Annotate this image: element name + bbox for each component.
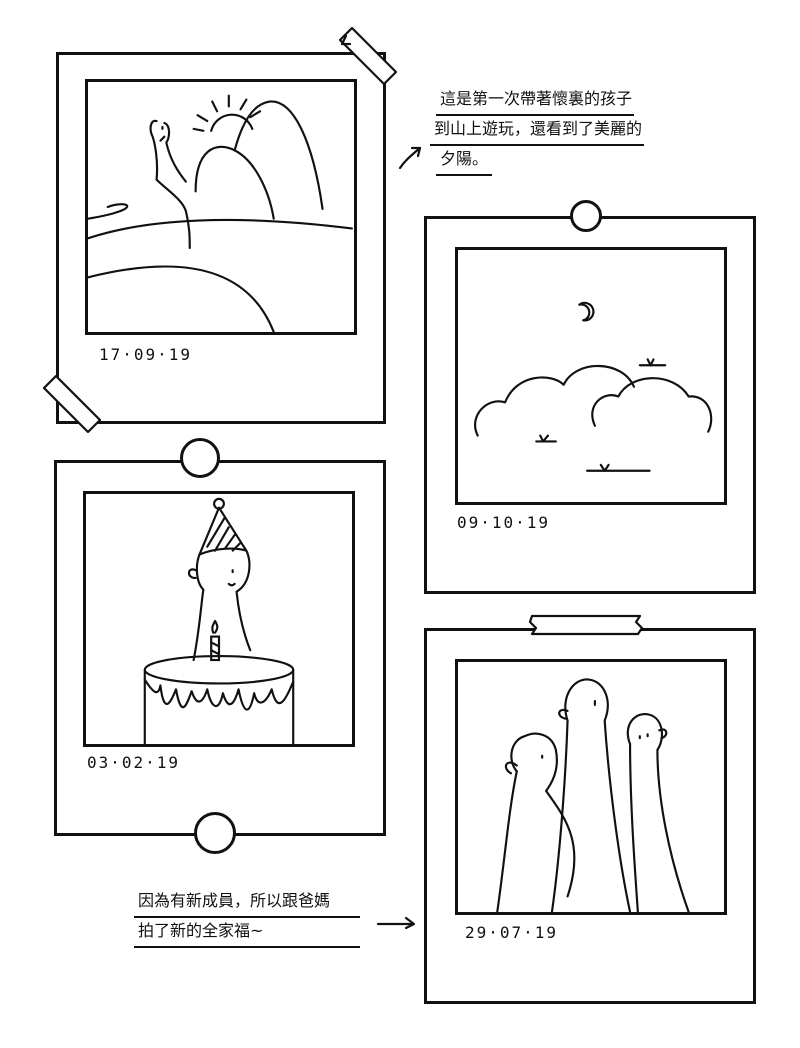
candle-icon	[210, 619, 221, 662]
photo-birthday	[83, 491, 355, 747]
note-top: 這是第一次帶著懷裏的孩子 到山上遊玩，還看到了美麗的 夕陽。	[430, 86, 644, 176]
photo-mountain	[85, 79, 357, 335]
polaroid-date: 03·02·19	[87, 753, 181, 772]
mountain-scene	[88, 94, 353, 332]
polaroid-sky[interactable]: 09·10·19	[424, 216, 756, 594]
sun-icon	[192, 94, 262, 132]
note-line: 拍了新的全家福~	[134, 918, 360, 948]
polaroid-birthday[interactable]: 03·02·19	[54, 460, 386, 836]
polaroid-date: 17·09·19	[99, 345, 193, 364]
polaroid-family[interactable]: 29·07·19	[424, 628, 756, 1004]
note-line: 夕陽。	[436, 146, 492, 176]
arrow-icon	[376, 916, 416, 930]
tape-icon	[42, 374, 102, 434]
note-line: 因為有新成員，所以跟爸媽	[134, 888, 360, 918]
polaroid-date: 29·07·19	[465, 923, 559, 942]
pin-icon	[194, 812, 236, 854]
sky-scene	[474, 301, 713, 472]
polaroid-date: 09·10·19	[457, 513, 551, 532]
photo-family	[455, 659, 727, 915]
tape-icon	[528, 614, 644, 636]
birthday-scene	[143, 497, 295, 744]
arrow-icon	[398, 146, 422, 170]
family-scene	[496, 678, 690, 912]
note-line: 這是第一次帶著懷裏的孩子	[436, 86, 634, 116]
moon-icon	[578, 301, 595, 322]
tape-icon	[338, 26, 398, 86]
note-line: 到山上遊玩，還看到了美麗的	[430, 116, 644, 146]
note-bottom: 因為有新成員，所以跟爸媽 拍了新的全家福~	[134, 888, 360, 948]
pin-icon	[570, 200, 602, 232]
photo-sky	[455, 247, 727, 505]
pin-icon	[180, 438, 220, 478]
polaroid-mountain[interactable]: 17·09·19	[56, 52, 386, 424]
